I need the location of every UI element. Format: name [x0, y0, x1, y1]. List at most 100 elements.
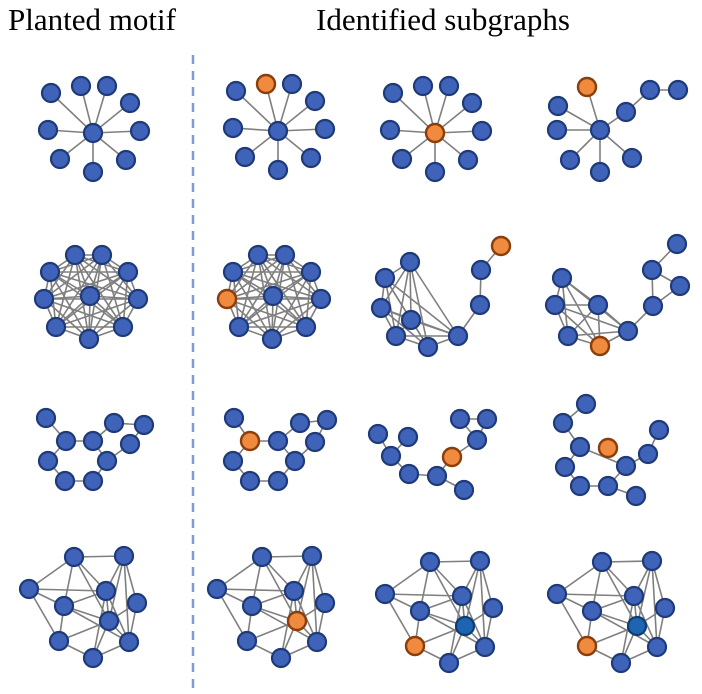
graph-node: [118, 631, 140, 653]
graph-node: [95, 580, 117, 602]
graph-node: [283, 580, 305, 602]
graph-node: [621, 147, 643, 169]
graph-node: [117, 261, 139, 283]
graph-node: [552, 412, 574, 434]
graph-13: [18, 545, 148, 669]
graph-node: [284, 450, 306, 472]
graph-node: [239, 470, 261, 492]
graph-node: [374, 583, 396, 605]
graph-node-highlighted: [589, 335, 611, 357]
graph-node-highlighted: [424, 122, 446, 144]
graph-edge: [216, 588, 295, 592]
graph-node: [54, 470, 76, 492]
graph-node-highlighted: [255, 73, 277, 95]
graph-node: [223, 407, 245, 429]
graph-node: [400, 309, 422, 331]
graph-10: [222, 407, 338, 492]
graph-node: [295, 316, 317, 338]
graph-node: [382, 82, 404, 104]
graph-edge: [74, 254, 139, 300]
graph-node-highlighted: [490, 235, 512, 257]
graph-node-highlighted: [286, 610, 308, 632]
graph-12: [552, 393, 670, 507]
graph-edge: [429, 561, 466, 627]
graph-node: [457, 149, 479, 171]
identified-subgraphs-header: Identified subgraphs: [316, 2, 570, 37]
graph-edge: [43, 271, 129, 300]
graph-node: [461, 92, 483, 114]
graph-node: [648, 419, 670, 441]
graph-node-special: [454, 615, 476, 637]
graph-edge: [554, 304, 629, 332]
graph-edge: [238, 298, 322, 328]
graph-edge: [55, 254, 103, 328]
graph-node: [314, 592, 336, 614]
graph-5: [33, 244, 149, 350]
graph-node: [476, 408, 498, 430]
graph-node: [399, 251, 421, 273]
graph-node: [469, 294, 491, 316]
graph-15: [374, 550, 504, 674]
graph-node: [610, 652, 632, 674]
graph-edge: [49, 271, 139, 300]
graph-node: [639, 79, 661, 101]
graph-node: [35, 407, 57, 429]
graph-node: [641, 259, 663, 281]
graph-node: [70, 75, 92, 97]
graph-edge: [395, 261, 411, 337]
graph-node: [129, 120, 151, 142]
graph-node: [646, 636, 668, 658]
graph-edge: [123, 555, 130, 643]
graph-node: [39, 261, 61, 283]
graph-edge: [479, 560, 486, 648]
graph-edge: [43, 254, 103, 300]
graph-14: [206, 545, 336, 669]
graph-node: [449, 408, 471, 430]
graph-node: [409, 600, 431, 622]
graph-node: [426, 465, 448, 487]
graph-4: [546, 76, 689, 183]
graph-node: [575, 393, 597, 415]
graph-node: [544, 294, 566, 316]
graph-node: [474, 636, 496, 658]
graph-edge: [232, 271, 322, 300]
graph-node: [666, 233, 688, 255]
graph-node: [412, 75, 434, 97]
graph-node: [115, 149, 137, 171]
graph-node: [40, 82, 62, 104]
graph-node-highlighted: [576, 635, 598, 657]
graph-edge: [238, 254, 286, 328]
graph-node: [306, 631, 328, 653]
graph-node: [301, 545, 323, 567]
graph-node: [385, 325, 407, 347]
graph-edge: [591, 610, 658, 648]
graph-node: [554, 456, 576, 478]
graph-edge: [63, 605, 130, 643]
graph-node: [53, 595, 75, 617]
graph-edge: [311, 555, 318, 643]
graph-edge: [384, 593, 463, 597]
graph-edge: [409, 261, 459, 337]
graph-node: [397, 426, 419, 448]
graph-edge: [384, 277, 459, 337]
graph-node: [615, 455, 637, 477]
graph-node: [222, 117, 244, 139]
graph-9: [35, 407, 155, 492]
graph-node: [33, 288, 55, 310]
graph-node: [304, 431, 326, 453]
graph-11: [367, 408, 498, 501]
graph-edge: [257, 254, 322, 300]
graph-node: [262, 285, 284, 307]
graph-node: [314, 118, 336, 140]
graph-node: [637, 443, 659, 465]
graph-node: [547, 95, 569, 117]
graph-edge: [464, 560, 481, 627]
graph-node: [569, 475, 591, 497]
graph-edge: [28, 588, 107, 592]
graph-edge: [226, 271, 312, 300]
graph-node: [267, 430, 289, 452]
graph-node: [451, 585, 473, 607]
graph-node: [447, 325, 469, 347]
graph-node: [654, 597, 676, 619]
graph-node: [469, 550, 491, 572]
